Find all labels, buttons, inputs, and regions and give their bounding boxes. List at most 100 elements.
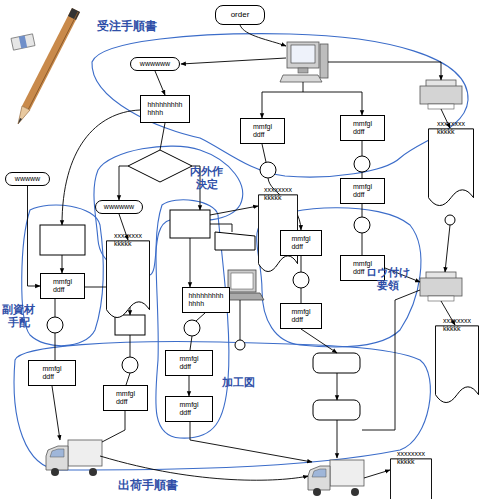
flow-line bbox=[210, 224, 232, 232]
process-box: mmfgl ddff bbox=[240, 118, 285, 144]
flow-line bbox=[240, 300, 241, 340]
flow-line bbox=[240, 25, 286, 46]
flow-line bbox=[100, 456, 308, 480]
laptop-screen bbox=[231, 273, 253, 289]
flow-line bbox=[364, 470, 390, 478]
flow-connector bbox=[155, 71, 165, 95]
connector-circle bbox=[354, 156, 370, 172]
manual-input-box bbox=[215, 232, 255, 250]
node-text: mmfgl ddff bbox=[291, 308, 310, 323]
annotation-label: 受注手順書 bbox=[97, 20, 157, 34]
flow-line bbox=[303, 92, 362, 115]
flow-lines bbox=[52, 25, 455, 480]
printer-icon bbox=[420, 272, 462, 301]
annotation-label: 副資材 手配 bbox=[2, 303, 35, 328]
terminal-shape: wwwwww bbox=[95, 200, 143, 214]
connector-circle bbox=[122, 357, 138, 373]
node-text: mmfgl ddff bbox=[291, 235, 310, 250]
process-box: mmfgl ddff bbox=[28, 360, 76, 386]
pencil-body bbox=[26, 10, 76, 108]
flow-line bbox=[190, 422, 312, 462]
annotation-label: ロウ付け 要領 bbox=[366, 266, 410, 291]
node-text: mmfgl ddff bbox=[353, 120, 372, 135]
group-loops bbox=[14, 34, 468, 470]
process-box: hhhhhhhhh hhhh bbox=[182, 287, 230, 313]
keyboard bbox=[280, 75, 322, 82]
truck-icon bbox=[308, 460, 364, 496]
node-text: xxxxxxxx kkkkk bbox=[443, 317, 471, 332]
process-box bbox=[40, 225, 85, 255]
group-loop bbox=[22, 205, 104, 346]
connector-circle bbox=[293, 272, 309, 288]
computer-tower bbox=[320, 44, 328, 78]
document-outline bbox=[435, 325, 479, 412]
process-box: mmfgl ddff bbox=[165, 396, 213, 422]
flow-line bbox=[301, 256, 302, 303]
flow-line bbox=[328, 62, 441, 80]
pencil-tip bbox=[18, 106, 30, 124]
flow-line bbox=[102, 411, 125, 442]
flow-connector bbox=[189, 376, 190, 396]
truck-window bbox=[50, 449, 64, 457]
flow-line bbox=[362, 204, 363, 255]
printer-body bbox=[420, 278, 462, 296]
group-loop bbox=[14, 342, 430, 470]
terminal-shape: wwwwww bbox=[130, 57, 180, 71]
flow-line bbox=[362, 141, 363, 178]
flow-line bbox=[337, 420, 338, 458]
flow-line bbox=[337, 373, 338, 400]
monitor-stand bbox=[298, 68, 308, 73]
flow-line bbox=[210, 206, 258, 215]
node-text: hhhhhhhhh hhhh bbox=[147, 101, 182, 116]
pencil-edge bbox=[28, 12, 78, 110]
monitor-screen bbox=[291, 45, 315, 63]
node-text: wwwwww bbox=[104, 203, 134, 211]
flow-line bbox=[262, 144, 266, 162]
truck-cab bbox=[46, 446, 68, 470]
document-outline bbox=[106, 240, 150, 327]
computer-icon bbox=[280, 42, 328, 82]
annotation-label: 加工図 bbox=[222, 376, 255, 389]
process-box: mmfgl ddff bbox=[40, 273, 85, 299]
terminal-shape: order bbox=[215, 5, 265, 25]
flow-line bbox=[190, 313, 205, 350]
flow-line bbox=[190, 238, 191, 287]
node-text: mmfgl ddff bbox=[179, 401, 198, 416]
node-text: mmfgl ddff bbox=[353, 183, 372, 198]
annotation-label: 出荷手順書 bbox=[118, 479, 178, 493]
flow-line bbox=[301, 329, 337, 353]
node-text: mmfgl ddff bbox=[253, 123, 272, 138]
printer-paper bbox=[428, 104, 454, 109]
flow-line bbox=[62, 255, 63, 273]
pencil-illustration bbox=[18, 10, 78, 124]
flow-line bbox=[126, 335, 130, 385]
connector-circle bbox=[354, 217, 370, 233]
document-shape: xxxxxxxx kkkkk bbox=[428, 128, 474, 215]
truck-wheel bbox=[51, 468, 59, 476]
node-text: mmfgl ddff bbox=[116, 390, 135, 405]
process-box bbox=[170, 210, 210, 238]
node-text: mmfgl ddff bbox=[42, 365, 61, 380]
laptop-lid bbox=[228, 270, 256, 292]
pencil-lead bbox=[18, 118, 22, 124]
flow-line bbox=[52, 386, 60, 440]
decision-diamond bbox=[128, 150, 192, 182]
truck-wheel bbox=[89, 468, 97, 476]
printer-paper bbox=[428, 296, 454, 301]
document-outline-path bbox=[106, 241, 149, 318]
flow-connector bbox=[28, 186, 41, 286]
node-text: order bbox=[231, 11, 250, 20]
connector-circle bbox=[445, 215, 455, 225]
flow-line bbox=[119, 166, 128, 200]
annotation-label: 内外作 決定 bbox=[190, 165, 223, 190]
process-box: hhhhhhhhh hhhh bbox=[140, 95, 190, 123]
flow-line bbox=[181, 58, 286, 64]
process-box: mmfgl ddff bbox=[340, 115, 385, 141]
terminal-shape: wwwww bbox=[5, 172, 50, 186]
node-text: hhhhhhhhh hhhh bbox=[188, 292, 223, 307]
document-shape: xxxxxxxx kkkkk bbox=[435, 325, 479, 412]
connector-circle bbox=[260, 162, 276, 178]
process-box: mmfgl ddff bbox=[280, 230, 322, 256]
